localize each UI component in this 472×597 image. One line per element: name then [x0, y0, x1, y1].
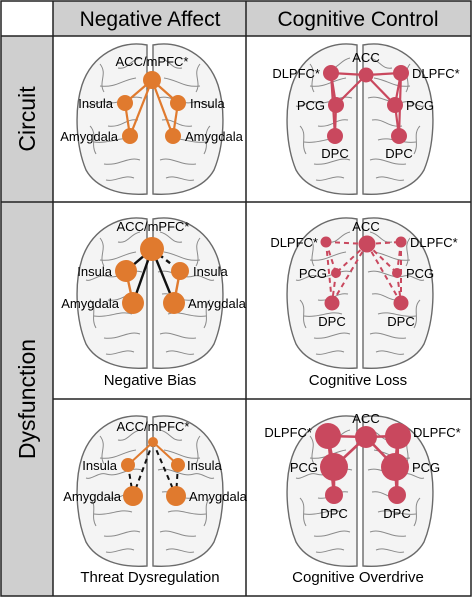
- label-acc-mpfc: ACC/mPFC*: [117, 219, 190, 234]
- panel-cc-cognitive-overdrive: ACC DLPFC* DLPFC* PCG PCG DPC DPC Cognit…: [264, 411, 460, 586]
- node-dlpfc-right: [395, 236, 407, 248]
- label-insula-left: Insula: [78, 96, 113, 111]
- node-dlpfc-right: [385, 423, 411, 449]
- label-amygdala-left: Amygdala: [61, 296, 120, 311]
- label-insula-left: Insula: [82, 458, 117, 473]
- node-acc: [355, 426, 377, 448]
- label-dpc-right: DPC: [387, 314, 414, 329]
- label-dlpfc-right: DLPFC*: [412, 66, 460, 81]
- node-acc-mpfc: [140, 237, 164, 261]
- label-insula-right: Insula: [187, 458, 222, 473]
- label-dpc-left: DPC: [318, 314, 345, 329]
- panel-na-circuit: ACC/mPFC* Insula Insula Amygdala Amygdal…: [60, 43, 244, 196]
- panel-na-threat-dysregulation: ACC/mPFC* Insula Insula Amygdala Amygdal…: [63, 415, 248, 586]
- label-dpc-left: DPC: [320, 506, 347, 521]
- node-acc-mpfc: [143, 71, 161, 89]
- label-amygdala-left: Amygdala: [60, 129, 119, 144]
- node-dpc-left: [325, 486, 343, 504]
- label-acc: ACC: [352, 219, 379, 234]
- node-amygdala-right: [165, 128, 181, 144]
- node-pcg-left: [331, 268, 341, 278]
- node-insula-left: [115, 260, 137, 282]
- node-dpc-right: [393, 295, 409, 311]
- row-label-dysfunction: Dysfunction: [14, 339, 40, 459]
- node-insula-left: [117, 95, 133, 111]
- label-pcg-right: PCG: [412, 460, 440, 475]
- node-dlpfc-left: [323, 65, 339, 81]
- label-amygdala-right: Amygdala: [188, 296, 247, 311]
- label-acc-mpfc: ACC/mPFC*: [117, 419, 190, 434]
- node-pcg-right: [381, 453, 409, 481]
- node-amygdala-left: [123, 486, 143, 506]
- node-insula-right: [171, 262, 189, 280]
- label-dlpfc-left: DLPFC*: [272, 66, 320, 81]
- header-cell-cognitive-control: [246, 1, 471, 36]
- label-acc-mpfc: ACC/mPFC*: [116, 54, 189, 69]
- panel-cc-cognitive-loss: ACC DLPFC* DLPFC* PCG PCG DPC DPC Cognit…: [270, 217, 458, 389]
- label-amygdala-left: Amygdala: [63, 489, 122, 504]
- node-acc-mpfc: [148, 437, 158, 447]
- header-cell-negative-affect: [53, 1, 246, 36]
- label-dlpfc-right: DLPFC*: [410, 235, 458, 250]
- node-dlpfc-left: [320, 236, 332, 248]
- node-insula-right: [170, 95, 186, 111]
- label-dlpfc-left: DLPFC*: [264, 425, 312, 440]
- node-pcg-left: [328, 97, 344, 113]
- node-dpc-right: [388, 486, 406, 504]
- node-amygdala-right: [166, 486, 186, 506]
- label-pcg-left: PCG: [290, 460, 318, 475]
- panel-caption: Negative Bias: [104, 372, 197, 389]
- node-pcg-right: [392, 268, 402, 278]
- node-insula-left: [121, 458, 135, 472]
- node-amygdala-left: [122, 128, 138, 144]
- label-dpc-right: DPC: [385, 146, 412, 161]
- row-label-circuit: Circuit: [14, 86, 40, 152]
- label-insula-right: Insula: [193, 264, 228, 279]
- label-dpc-right: DPC: [383, 506, 410, 521]
- panel-na-negative-bias: ACC/mPFC* Insula Insula Amygdala Amygdal…: [61, 217, 247, 389]
- label-amygdala-right: Amygdala: [189, 489, 248, 504]
- node-dpc-right: [391, 128, 407, 144]
- node-insula-right: [171, 458, 185, 472]
- panel-caption: Cognitive Loss: [309, 372, 407, 389]
- label-acc: ACC: [352, 50, 379, 65]
- node-dpc-left: [327, 128, 343, 144]
- node-pcg-right: [387, 97, 403, 113]
- node-dlpfc-left: [315, 423, 341, 449]
- node-amygdala-right: [163, 292, 185, 314]
- panel-caption: Threat Dysregulation: [80, 569, 219, 586]
- node-acc: [358, 67, 374, 83]
- label-acc: ACC: [352, 411, 379, 426]
- column-header-cognitive-control: Cognitive Control: [277, 8, 438, 31]
- panel-cc-circuit: ACC DLPFC* DLPFC* PCG PCG DPC DPC: [272, 43, 460, 196]
- label-amygdala-right: Amygdala: [185, 129, 244, 144]
- label-insula-right: Insula: [190, 96, 225, 111]
- corner-cell: [1, 1, 53, 36]
- label-pcg-left: PCG: [299, 266, 327, 281]
- label-dlpfc-left: DLPFC*: [270, 235, 318, 250]
- node-amygdala-left: [122, 292, 144, 314]
- label-pcg-right: PCG: [406, 266, 434, 281]
- node-pcg-left: [320, 453, 348, 481]
- row-header-circuit: [1, 36, 53, 202]
- label-pcg-left: PCG: [297, 98, 325, 113]
- node-dpc-left: [324, 295, 340, 311]
- panel-caption: Cognitive Overdrive: [292, 569, 424, 586]
- label-dlpfc-right: DLPFC*: [413, 425, 461, 440]
- row-header-dysfunction: [1, 202, 53, 596]
- node-dlpfc-right: [393, 65, 409, 81]
- column-header-negative-affect: Negative Affect: [80, 8, 221, 31]
- node-acc: [358, 235, 376, 253]
- label-pcg-right: PCG: [406, 98, 434, 113]
- label-insula-left: Insula: [77, 264, 112, 279]
- label-dpc-left: DPC: [321, 146, 348, 161]
